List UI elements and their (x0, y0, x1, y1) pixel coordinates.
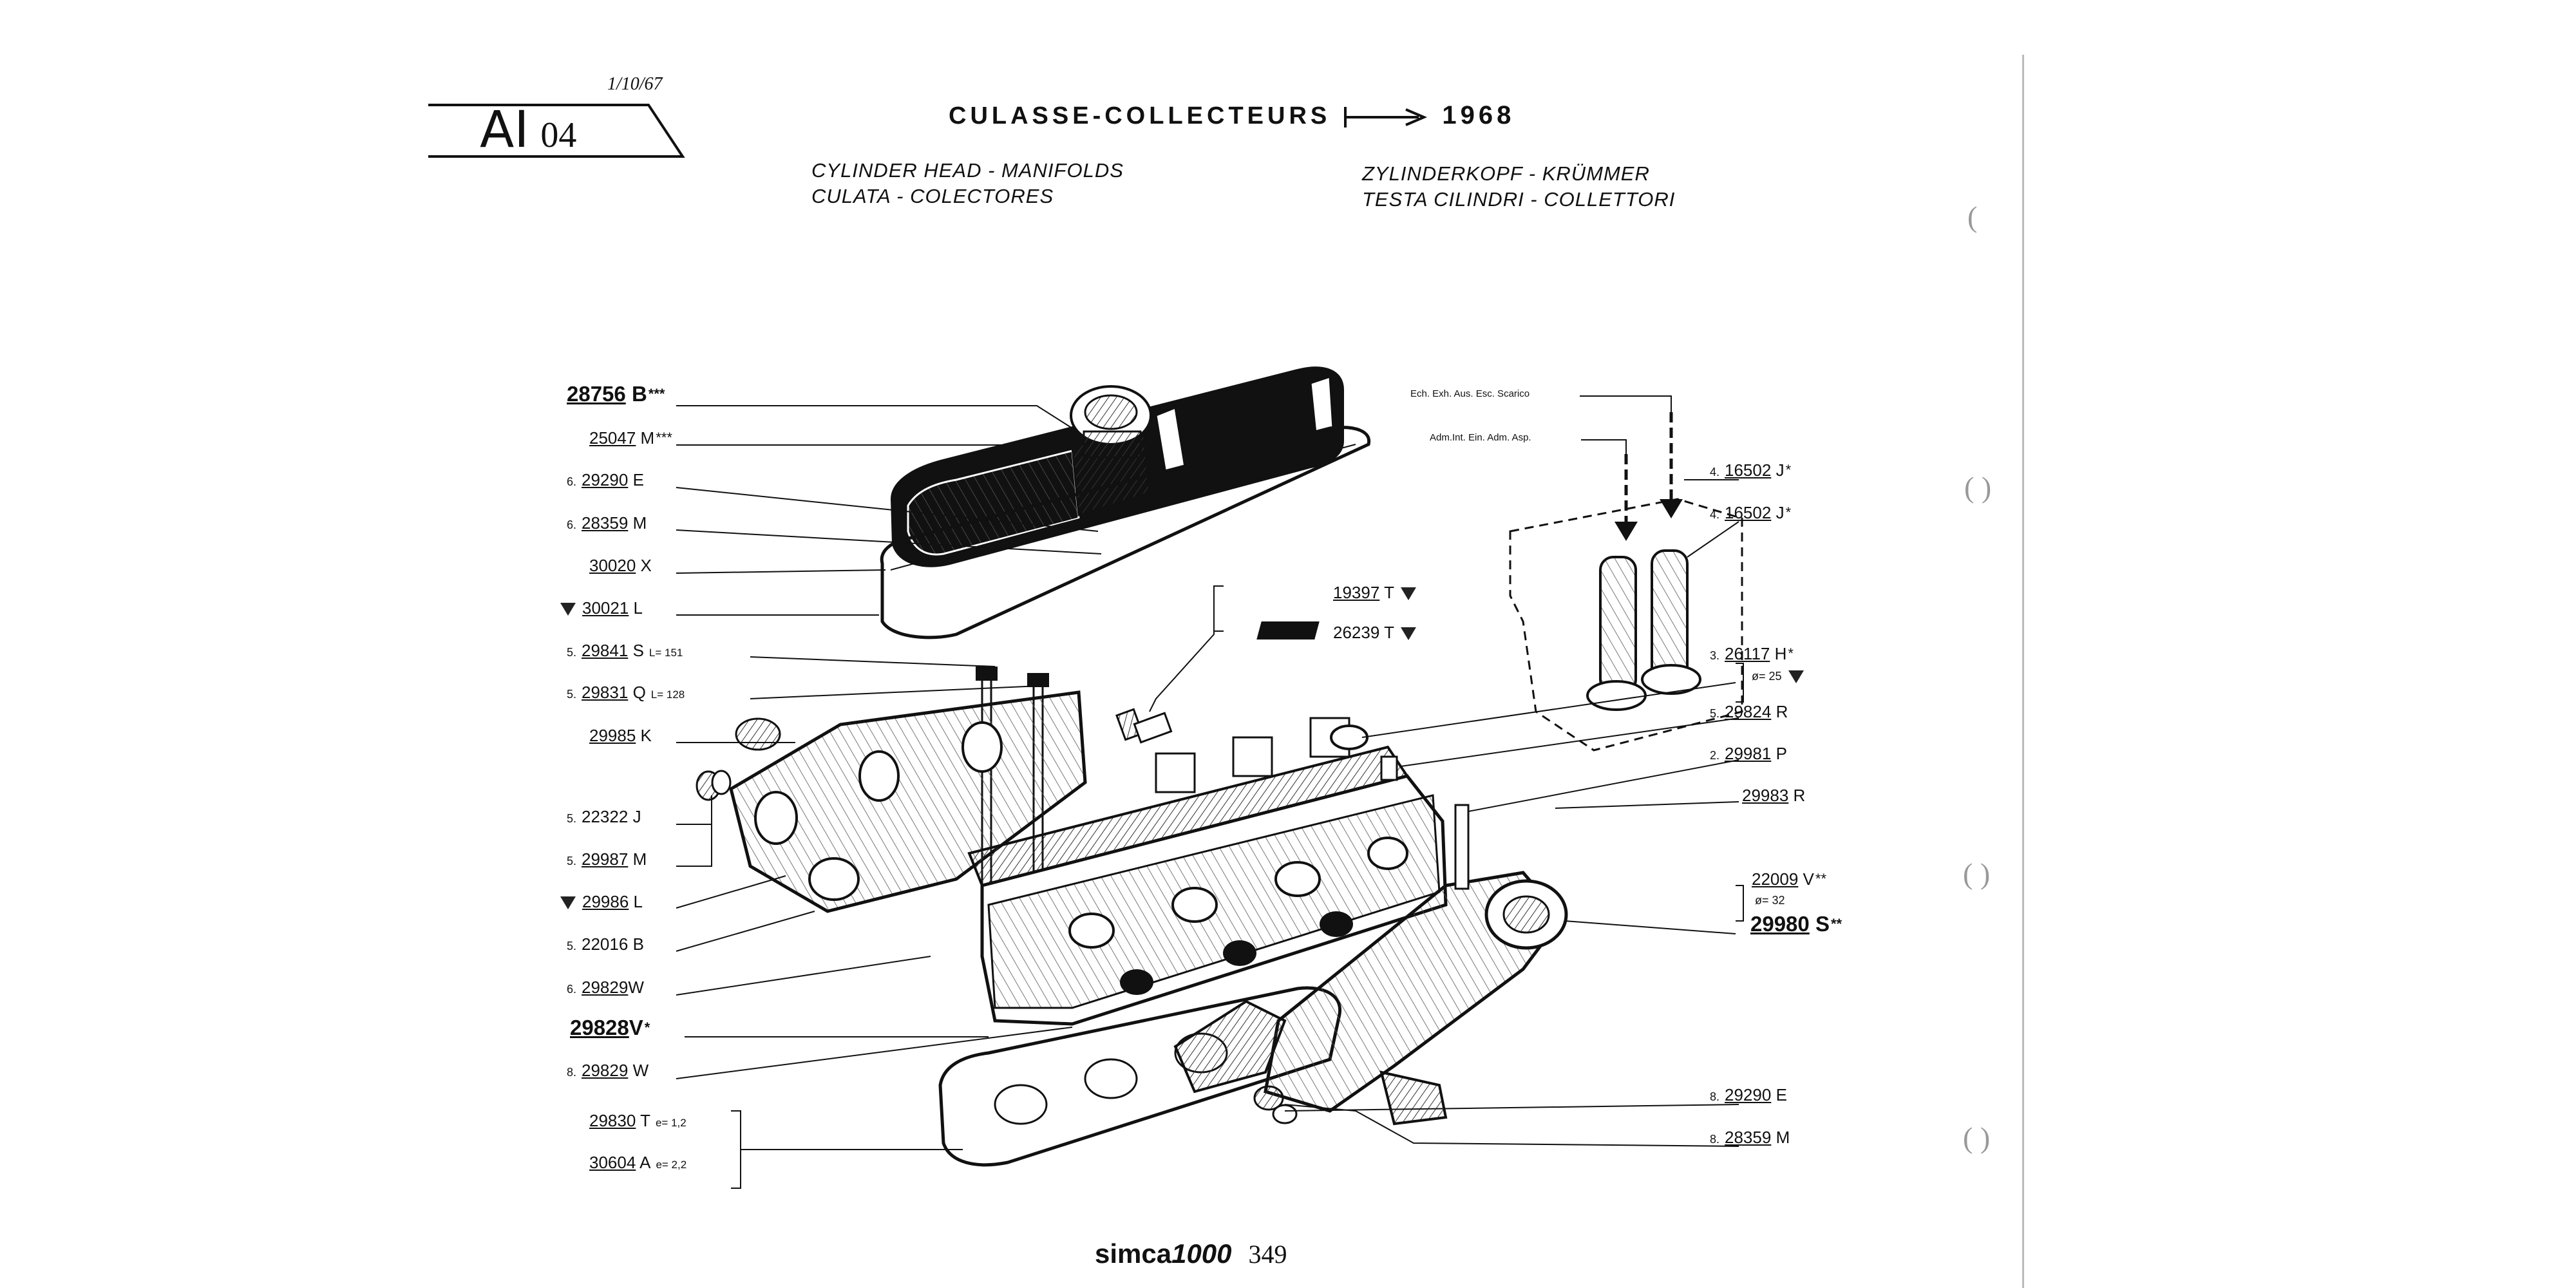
title-text: CULASSE-COLLECTEURS (949, 102, 1331, 129)
part-label: 8.29290 E (1710, 1085, 1787, 1104)
brand-logo: simca (1095, 1238, 1172, 1269)
part-label: 5.22016 B (567, 934, 644, 954)
part-label: 6.28359 M (567, 513, 647, 533)
model-logo: 1000 (1171, 1238, 1232, 1269)
from-year-arrow-icon (1341, 106, 1432, 129)
airflow-intake-label: Adm.Int. Ein. Adm. Asp. (1430, 432, 1531, 443)
badge-emblem-icon (1256, 621, 1320, 639)
exploded-diagram (676, 366, 1744, 1189)
leader-lines (676, 405, 1102, 1189)
issue-date: 1/10/67 (607, 74, 663, 94)
part-label: 6.29290 E (567, 470, 644, 489)
water-outlet-housing (1264, 804, 1568, 1126)
part-label: 8.29829 W (567, 1061, 649, 1080)
catalog-page: 1/10/67 AI 04 CULASSE-COLLECTEURS 1968 CY… (428, 55, 2024, 1288)
binder-hole-mark: ( ) (1963, 1121, 1991, 1154)
part-label: 5.29824 R (1710, 702, 1788, 721)
part-label: ø= 25 (1752, 667, 1804, 686)
part-label: 29980 S** (1750, 912, 1842, 936)
part-label: 26239 T (1333, 623, 1416, 642)
part-label: 3.26117 H* (1710, 644, 1794, 663)
binder-hole-mark: ( (1967, 200, 1978, 233)
part-label: 28756 B*** (567, 382, 665, 406)
subtitle-italian: TESTA CILINDRI - COLLETTORI (1362, 188, 1676, 211)
temperature-sender (1115, 708, 1173, 744)
section-code-letters: AI (480, 101, 529, 159)
part-label: ø= 32 (1755, 894, 1785, 907)
manifold-inset (1509, 395, 1743, 752)
part-label: 5.29987 M (567, 849, 647, 869)
change-triangle-icon (560, 896, 576, 910)
sealing-washer (1330, 724, 1368, 750)
section-code-number: 04 (540, 115, 577, 155)
change-triangle-icon (1400, 627, 1416, 641)
leader-lines-right (1284, 479, 1744, 1147)
part-label: 29985 K (589, 726, 652, 745)
part-label: 19397 T (1333, 583, 1416, 602)
nut (1253, 1085, 1284, 1111)
subtitle-english: CYLINDER HEAD - MANIFOLDS (811, 159, 1124, 182)
part-label: 4.16502 J* (1710, 503, 1792, 522)
section-tab-outline (428, 104, 685, 158)
change-triangle-icon (1400, 587, 1416, 601)
binder-hole-mark: ( ) (1964, 471, 1992, 504)
cylinder-head (967, 717, 1448, 1026)
binder-hole-mark: ( ) (1963, 857, 1991, 890)
part-label: 4.16502 J* (1710, 460, 1792, 480)
subtitle-german: ZYLINDERKOPF - KRÜMMER (1362, 162, 1650, 185)
part-label: 30020 X (589, 556, 652, 575)
part-label: 30021 L (560, 598, 643, 618)
part-label: 29986 L (560, 892, 643, 911)
subtitle-spanish: CULATA - COLECTORES (811, 185, 1054, 207)
part-label: 22009 V** (1752, 869, 1827, 889)
page-title: CULASSE-COLLECTEURS 1968 (949, 101, 1515, 130)
subtitle-right: ZYLINDERKOPF - KRÜMMER TESTA CILINDRI - … (1362, 161, 1675, 213)
cover-gasket (880, 426, 1371, 639)
airflow-exhaust-label: Ech. Exh. Aus. Esc. Scarico (1410, 388, 1530, 399)
part-label: 6.29829W (567, 978, 644, 997)
part-label: 29983 R (1742, 786, 1806, 805)
thermostat-flange (1173, 999, 1287, 1094)
part-label: 2.29981 P (1710, 744, 1787, 763)
change-triangle-icon (1788, 670, 1804, 684)
change-triangle-icon (560, 603, 576, 616)
part-label: 29828V* (570, 1016, 650, 1039)
part-label: 25047 M*** (589, 428, 672, 448)
page-footer: simca1000 349 (1095, 1238, 1287, 1269)
part-label: 5.22322 J (567, 807, 641, 826)
leader-lines-center (1149, 585, 1224, 712)
section-code: AI 04 (480, 101, 576, 159)
subtitle-left: CYLINDER HEAD - MANIFOLDS CULATA - COLEC… (811, 158, 1124, 209)
part-label: 8.28359 M (1710, 1128, 1790, 1147)
page-number: 349 (1248, 1240, 1287, 1269)
exhaust-manifold-left (729, 690, 1087, 913)
model-year: 1968 (1442, 101, 1515, 129)
plug (1380, 755, 1398, 781)
oil-filler-cap (1070, 385, 1152, 516)
